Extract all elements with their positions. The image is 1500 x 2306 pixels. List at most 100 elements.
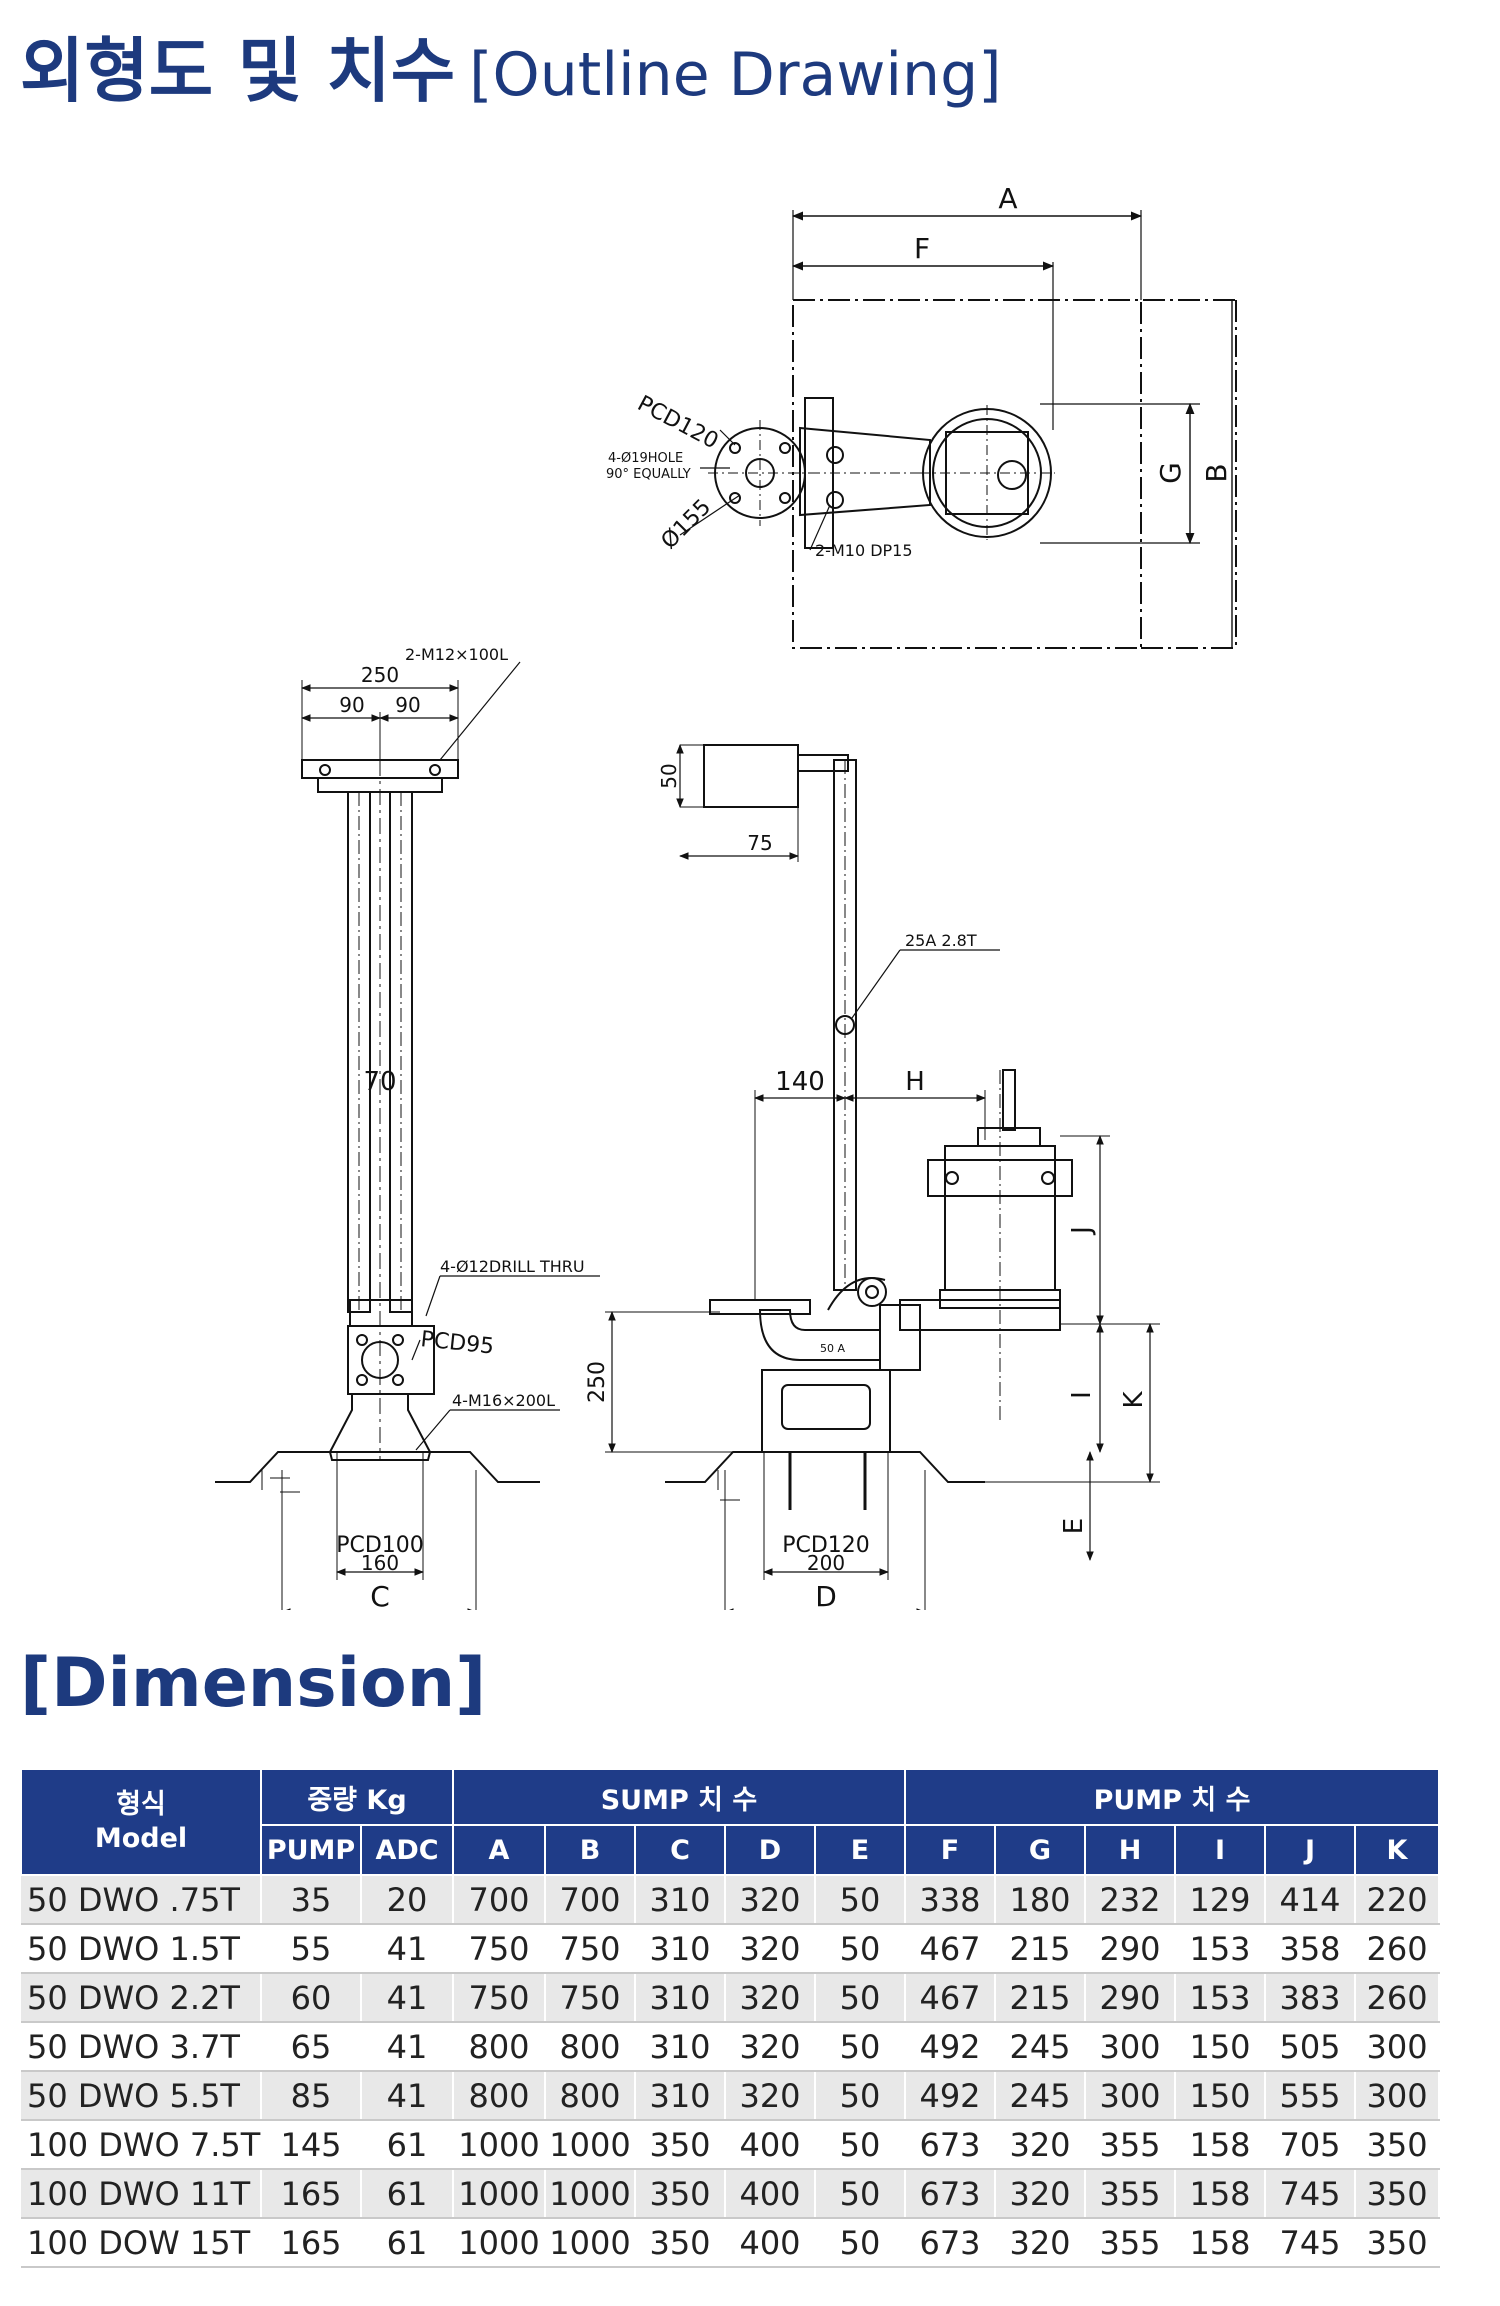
value-cell: 555 bbox=[1265, 2071, 1356, 2121]
value-cell: 467 bbox=[905, 1924, 996, 1974]
label-m16: 4-M16×200L bbox=[452, 1391, 555, 1410]
value-cell: 129 bbox=[1175, 1875, 1266, 1925]
label-200: 200 bbox=[807, 1551, 845, 1575]
value-cell: 320 bbox=[995, 2218, 1086, 2268]
value-cell: 320 bbox=[725, 1973, 816, 2023]
value-cell: 310 bbox=[635, 1875, 726, 1925]
value-cell: 61 bbox=[361, 2218, 454, 2268]
label-drill: 4-Ø12DRILL THRU bbox=[440, 1257, 585, 1276]
model-cell: 100 DWO 11T bbox=[21, 2169, 262, 2219]
label-pcd100: PCD100 bbox=[336, 1533, 424, 1558]
value-cell: 150 bbox=[1175, 2071, 1266, 2121]
column-header: B bbox=[544, 1824, 636, 1876]
model-header-korean: 형식 bbox=[116, 1789, 166, 1820]
value-cell: 290 bbox=[1085, 1924, 1176, 1974]
value-cell: 220 bbox=[1355, 1875, 1441, 1925]
value-cell: 700 bbox=[545, 1875, 636, 1925]
value-cell: 310 bbox=[635, 1973, 726, 2023]
value-cell: 320 bbox=[725, 1924, 816, 1974]
value-cell: 50 bbox=[815, 1924, 906, 1974]
value-cell: 50 bbox=[815, 2169, 906, 2219]
sump-group-header: SUMP 치 수 bbox=[452, 1768, 906, 1826]
value-cell: 158 bbox=[1175, 2218, 1266, 2268]
label-75: 75 bbox=[747, 831, 772, 855]
value-cell: 350 bbox=[635, 2218, 726, 2268]
value-cell: 300 bbox=[1355, 2071, 1441, 2121]
label-G: G bbox=[1154, 462, 1187, 484]
value-cell: 50 bbox=[815, 2022, 906, 2072]
value-cell: 800 bbox=[545, 2022, 636, 2072]
value-cell: 338 bbox=[905, 1875, 996, 1925]
dimension-title: [Dimension] bbox=[20, 1644, 487, 1723]
value-cell: 245 bbox=[995, 2022, 1086, 2072]
value-cell: 355 bbox=[1085, 2218, 1176, 2268]
weight-group-header: 중량 Kg bbox=[260, 1768, 454, 1826]
label-C: C bbox=[370, 1580, 390, 1610]
value-cell: 260 bbox=[1355, 1924, 1441, 1974]
column-header: I bbox=[1174, 1824, 1266, 1876]
value-cell: 358 bbox=[1265, 1924, 1356, 1974]
label-70: 70 bbox=[363, 1067, 396, 1097]
label-J: J bbox=[1067, 1226, 1097, 1236]
value-cell: 41 bbox=[361, 2022, 454, 2072]
value-cell: 150 bbox=[1175, 2022, 1266, 2072]
label-hole-note-2: 90° EQUALLY bbox=[606, 467, 691, 482]
value-cell: 320 bbox=[725, 2071, 816, 2121]
value-cell: 1000 bbox=[453, 2120, 546, 2170]
value-cell: 41 bbox=[361, 1924, 454, 1974]
column-header: ADC bbox=[360, 1824, 454, 1876]
column-header: A bbox=[452, 1824, 546, 1876]
value-cell: 800 bbox=[453, 2022, 546, 2072]
value-cell: 1000 bbox=[453, 2169, 546, 2219]
side-view-labels: 50 75 25A 2.8T 140 H J I K E 250 50 A PC… bbox=[585, 763, 1149, 1610]
value-cell: 492 bbox=[905, 2071, 996, 2121]
value-cell: 700 bbox=[453, 1875, 546, 1925]
value-cell: 158 bbox=[1175, 2169, 1266, 2219]
label-B: B bbox=[1200, 463, 1233, 482]
value-cell: 41 bbox=[361, 1973, 454, 2023]
value-cell: 215 bbox=[995, 1973, 1086, 2023]
label-pcd95: PCD95 bbox=[419, 1327, 495, 1360]
value-cell: 85 bbox=[261, 2071, 362, 2121]
label-pipe: 25A 2.8T bbox=[905, 931, 977, 950]
model-cell: 50 DWO .75T bbox=[21, 1875, 262, 1925]
model-cell: 50 DWO 5.5T bbox=[21, 2071, 262, 2121]
pump-group-header: PUMP 치 수 bbox=[903, 1768, 1441, 1826]
value-cell: 60 bbox=[261, 1973, 362, 2023]
value-cell: 400 bbox=[725, 2169, 816, 2219]
value-cell: 61 bbox=[361, 2169, 454, 2219]
value-cell: 673 bbox=[905, 2169, 996, 2219]
value-cell: 350 bbox=[1355, 2169, 1441, 2219]
value-cell: 400 bbox=[725, 2218, 816, 2268]
label-m10: 2-M10 DP15 bbox=[815, 541, 913, 560]
model-header: 형식 Model bbox=[20, 1768, 262, 1876]
value-cell: 492 bbox=[905, 2022, 996, 2072]
value-cell: 20 bbox=[361, 1875, 454, 1925]
left-view-labels: 2-M12×100L 250 90 90 70 4-Ø12DRILL THRU … bbox=[336, 645, 584, 1610]
value-cell: 290 bbox=[1085, 1973, 1176, 2023]
column-header: G bbox=[994, 1824, 1086, 1876]
label-dia155: Ø155 bbox=[657, 495, 717, 555]
top-view-labels: A F G B PCD120 4-Ø19HOLE 90° EQUALLY Ø15… bbox=[606, 182, 1233, 560]
value-cell: 65 bbox=[261, 2022, 362, 2072]
outline-drawing: A F G B PCD120 4-Ø19HOLE 90° EQUALLY Ø15… bbox=[215, 182, 1237, 1610]
value-cell: 745 bbox=[1265, 2218, 1356, 2268]
value-cell: 153 bbox=[1175, 1973, 1266, 2023]
column-header: C bbox=[634, 1824, 726, 1876]
column-header: D bbox=[724, 1824, 816, 1876]
value-cell: 215 bbox=[995, 1924, 1086, 1974]
value-cell: 50 bbox=[815, 2071, 906, 2121]
column-header: H bbox=[1084, 1824, 1176, 1876]
label-140: 140 bbox=[775, 1067, 825, 1097]
model-cell: 100 DOW 15T bbox=[21, 2218, 262, 2268]
label-K: K bbox=[1119, 1391, 1149, 1409]
